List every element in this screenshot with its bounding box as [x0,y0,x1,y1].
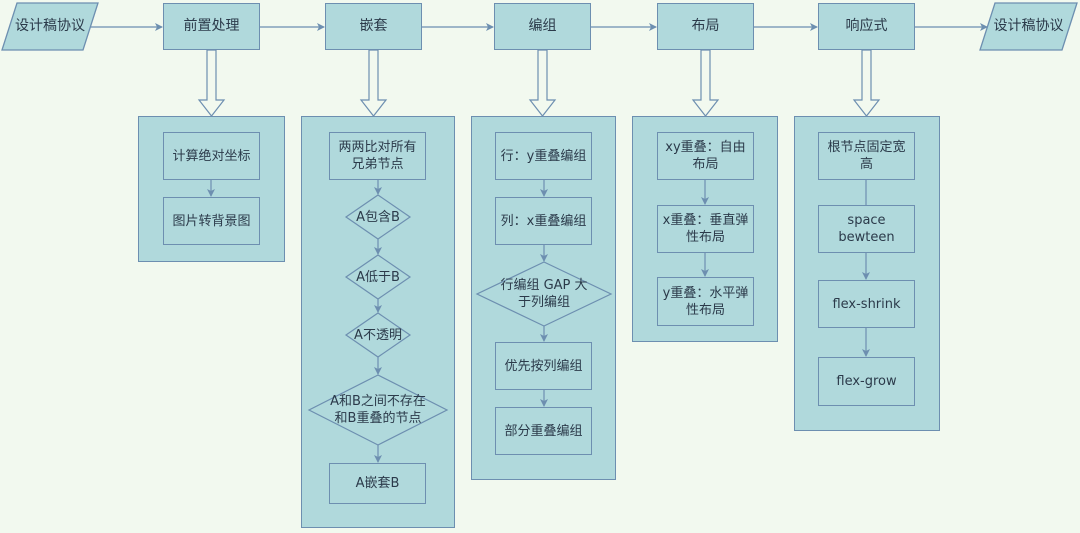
stage-preprocess[interactable]: 前置处理 [163,3,260,50]
decision-label: A低于B [356,269,400,285]
hollow-arrow [528,49,557,117]
input-parallelogram [1,2,99,51]
step-box[interactable]: 根节点固定宽高 [818,132,915,180]
stage-nesting[interactable]: 嵌套 [325,3,422,50]
step-box[interactable]: 计算绝对坐标 [163,132,260,180]
hollow-arrow [691,49,720,117]
hollow-arrow [852,49,881,117]
hollow-arrow [197,49,226,117]
stage-layout[interactable]: 布局 [657,3,754,50]
output-label: 设计稿协议 [993,18,1064,34]
decision-label: 行编组 GAP 大于列编组 [500,278,588,310]
step-box[interactable]: xy重叠：自由布局 [657,132,754,180]
decision-label: A包含B [356,209,400,225]
input-label: 设计稿协议 [15,18,85,34]
stage-grouping[interactable]: 编组 [494,3,591,50]
output-parallelogram [979,2,1078,51]
step-box[interactable]: A嵌套B [329,463,426,504]
step-box[interactable]: 部分重叠编组 [495,407,592,455]
step-box[interactable]: 列：x重叠编组 [495,197,592,245]
step-box[interactable]: 两两比对所有兄弟节点 [329,132,426,180]
step-box[interactable]: 图片转背景图 [163,197,260,245]
stage-responsive[interactable]: 响应式 [818,3,915,50]
step-box[interactable]: flex-grow [818,357,915,406]
step-box[interactable]: x重叠：垂直弹性布局 [657,205,754,253]
step-box[interactable]: space bewteen [818,205,915,253]
step-box[interactable]: y重叠：水平弹性布局 [657,277,754,326]
step-box[interactable]: 优先按列编组 [495,342,592,390]
decision-label: A不透明 [354,327,402,343]
hollow-arrow [359,49,388,117]
decision-label: A和B之间不存在和B重叠的节点 [330,394,426,426]
step-box[interactable]: 行：y重叠编组 [495,132,592,180]
step-box[interactable]: flex-shrink [818,280,915,328]
